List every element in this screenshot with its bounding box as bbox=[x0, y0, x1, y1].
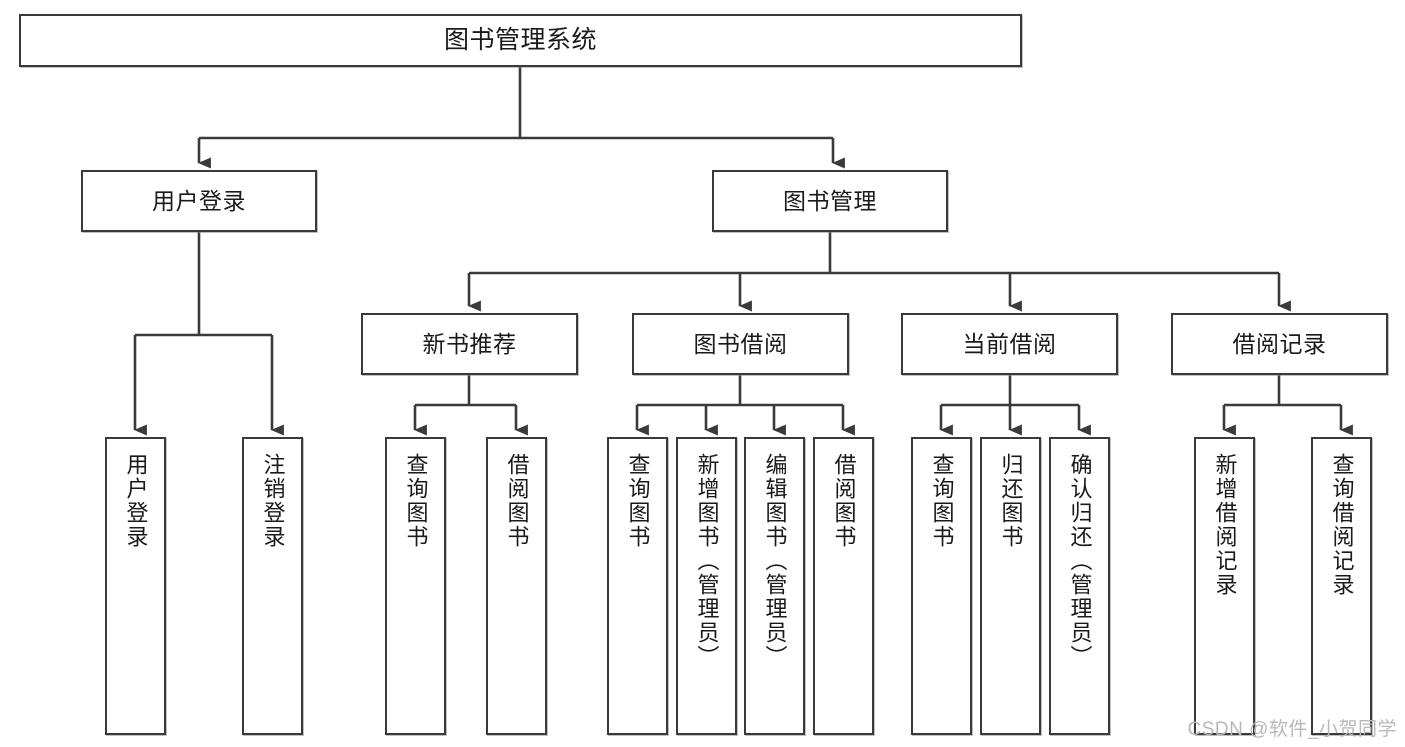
node-borrow-record[interactable]: 借阅记录 bbox=[1171, 313, 1388, 375]
node-label: 借阅图书 bbox=[504, 453, 530, 549]
leaf-current-borrow-query-book[interactable]: 查询图书 bbox=[911, 437, 972, 735]
node-label: 图书借阅 bbox=[693, 330, 788, 357]
leaf-borrow-record-query-record[interactable]: 查询借阅记录 bbox=[1311, 437, 1372, 735]
node-book-borrow[interactable]: 图书借阅 bbox=[632, 313, 849, 375]
node-root-book-management-system[interactable]: 图书管理系统 bbox=[19, 14, 1022, 67]
csdn-watermark: CSDN @软件_小贺同学 bbox=[1187, 719, 1397, 740]
node-label: 借阅图书 bbox=[831, 453, 857, 549]
node-label: 用户登录 bbox=[152, 187, 246, 214]
leaf-new-book-query-book[interactable]: 查询图书 bbox=[385, 437, 446, 735]
node-label: 确认归还（管理员） bbox=[1067, 453, 1093, 669]
leaf-book-borrow-borrow-book[interactable]: 借阅图书 bbox=[813, 437, 874, 735]
node-label: 新书推荐 bbox=[422, 330, 517, 357]
leaf-borrow-record-add-record[interactable]: 新增借阅记录 bbox=[1194, 437, 1255, 735]
leaf-user-login-login[interactable]: 用户登录 bbox=[105, 437, 166, 735]
node-label: 查询图书 bbox=[403, 453, 429, 549]
node-label: 当前借阅 bbox=[962, 330, 1057, 357]
node-label: 借阅记录 bbox=[1232, 330, 1327, 357]
leaf-book-borrow-add-book-admin[interactable]: 新增图书（管理员） bbox=[676, 437, 737, 735]
node-new-book-recommend[interactable]: 新书推荐 bbox=[361, 313, 578, 375]
leaf-user-login-logout[interactable]: 注销登录 bbox=[242, 437, 303, 735]
node-label: 新增借阅记录 bbox=[1212, 453, 1238, 597]
node-book-management[interactable]: 图书管理 bbox=[712, 170, 948, 232]
node-user-login[interactable]: 用户登录 bbox=[81, 170, 317, 232]
node-label: 新增图书（管理员） bbox=[694, 453, 720, 669]
leaf-current-borrow-confirm-return-admin[interactable]: 确认归还（管理员） bbox=[1049, 437, 1110, 735]
node-label: 用户登录 bbox=[123, 453, 149, 549]
node-label: 归还图书 bbox=[998, 453, 1024, 549]
node-label: 图书管理系统 bbox=[443, 26, 597, 54]
leaf-current-borrow-return-book[interactable]: 归还图书 bbox=[980, 437, 1041, 735]
node-label: 查询图书 bbox=[929, 453, 955, 549]
node-current-borrow[interactable]: 当前借阅 bbox=[901, 313, 1118, 375]
node-label: 查询图书 bbox=[625, 453, 651, 549]
node-label: 图书管理 bbox=[783, 187, 877, 214]
node-label: 编辑图书（管理员） bbox=[762, 453, 788, 669]
leaf-new-book-borrow-book[interactable]: 借阅图书 bbox=[486, 437, 547, 735]
leaf-book-borrow-edit-book-admin[interactable]: 编辑图书（管理员） bbox=[744, 437, 805, 735]
node-label: 注销登录 bbox=[260, 453, 286, 549]
leaf-book-borrow-query-book[interactable]: 查询图书 bbox=[607, 437, 668, 735]
node-label: 查询借阅记录 bbox=[1329, 453, 1355, 597]
